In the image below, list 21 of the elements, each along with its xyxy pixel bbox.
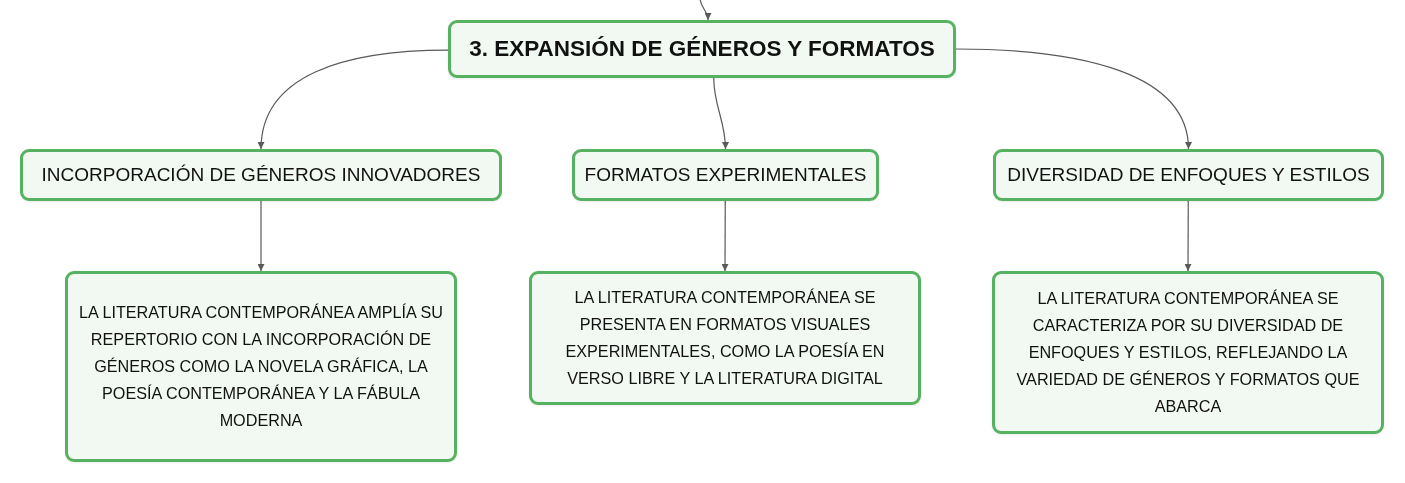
subtopic-label: FORMATOS EXPERIMENTALES [584,163,867,187]
connector-arrow [713,77,729,150]
connector-arrow [955,48,1192,150]
subtopic-label: DIVERSIDAD DE ENFOQUES Y ESTILOS [1007,163,1370,187]
connector-arrow [257,200,265,272]
subtopic-box [993,149,1384,201]
subtopic-box [20,149,502,201]
topic-title: 3. EXPANSIÓN DE GÉNEROS Y FORMATOS [469,35,935,63]
connector-arrow [721,200,729,272]
connector-arrow [1184,200,1192,272]
connector-arrow [258,49,449,150]
detail-box [529,271,921,405]
subtopic-label: INCORPORACIÓN DE GÉNEROS INNOVADORES [41,163,481,187]
description-text: LA LITERATURA CONTEMPORÁNEA AMPLÍA SU REPERTORIO CON LA INCORPORACIÓN DE GÉNEROS COMO LA NOVELA GRÁFICA, LA POESÍA CONTEMPORÁNEA Y LA FÁBULA MODERNA [78,302,444,431]
connector-arrow [699,0,711,21]
detail-box [65,271,457,462]
description-text: LA LITERATURA CONTEMPORÁNEA SE CARACTERIZA POR SU DIVERSIDAD DE ENFOQUES Y ESTILOS, REFLEJANDO LA VARIEDAD DE GÉNEROS Y FORMATOS QUE ABARCA [1015,288,1361,417]
subtopic-box [572,149,879,201]
description-text: LA LITERATURA CONTEMPORÁNEA SE PRESENTA EN FORMATOS VISUALES EXPERIMENTALES, COMO LA POESÍA EN VERSO LIBRE Y LA LITERATURA DIGITAL [564,287,886,389]
central-topic-box [448,20,956,78]
detail-box [992,271,1384,434]
